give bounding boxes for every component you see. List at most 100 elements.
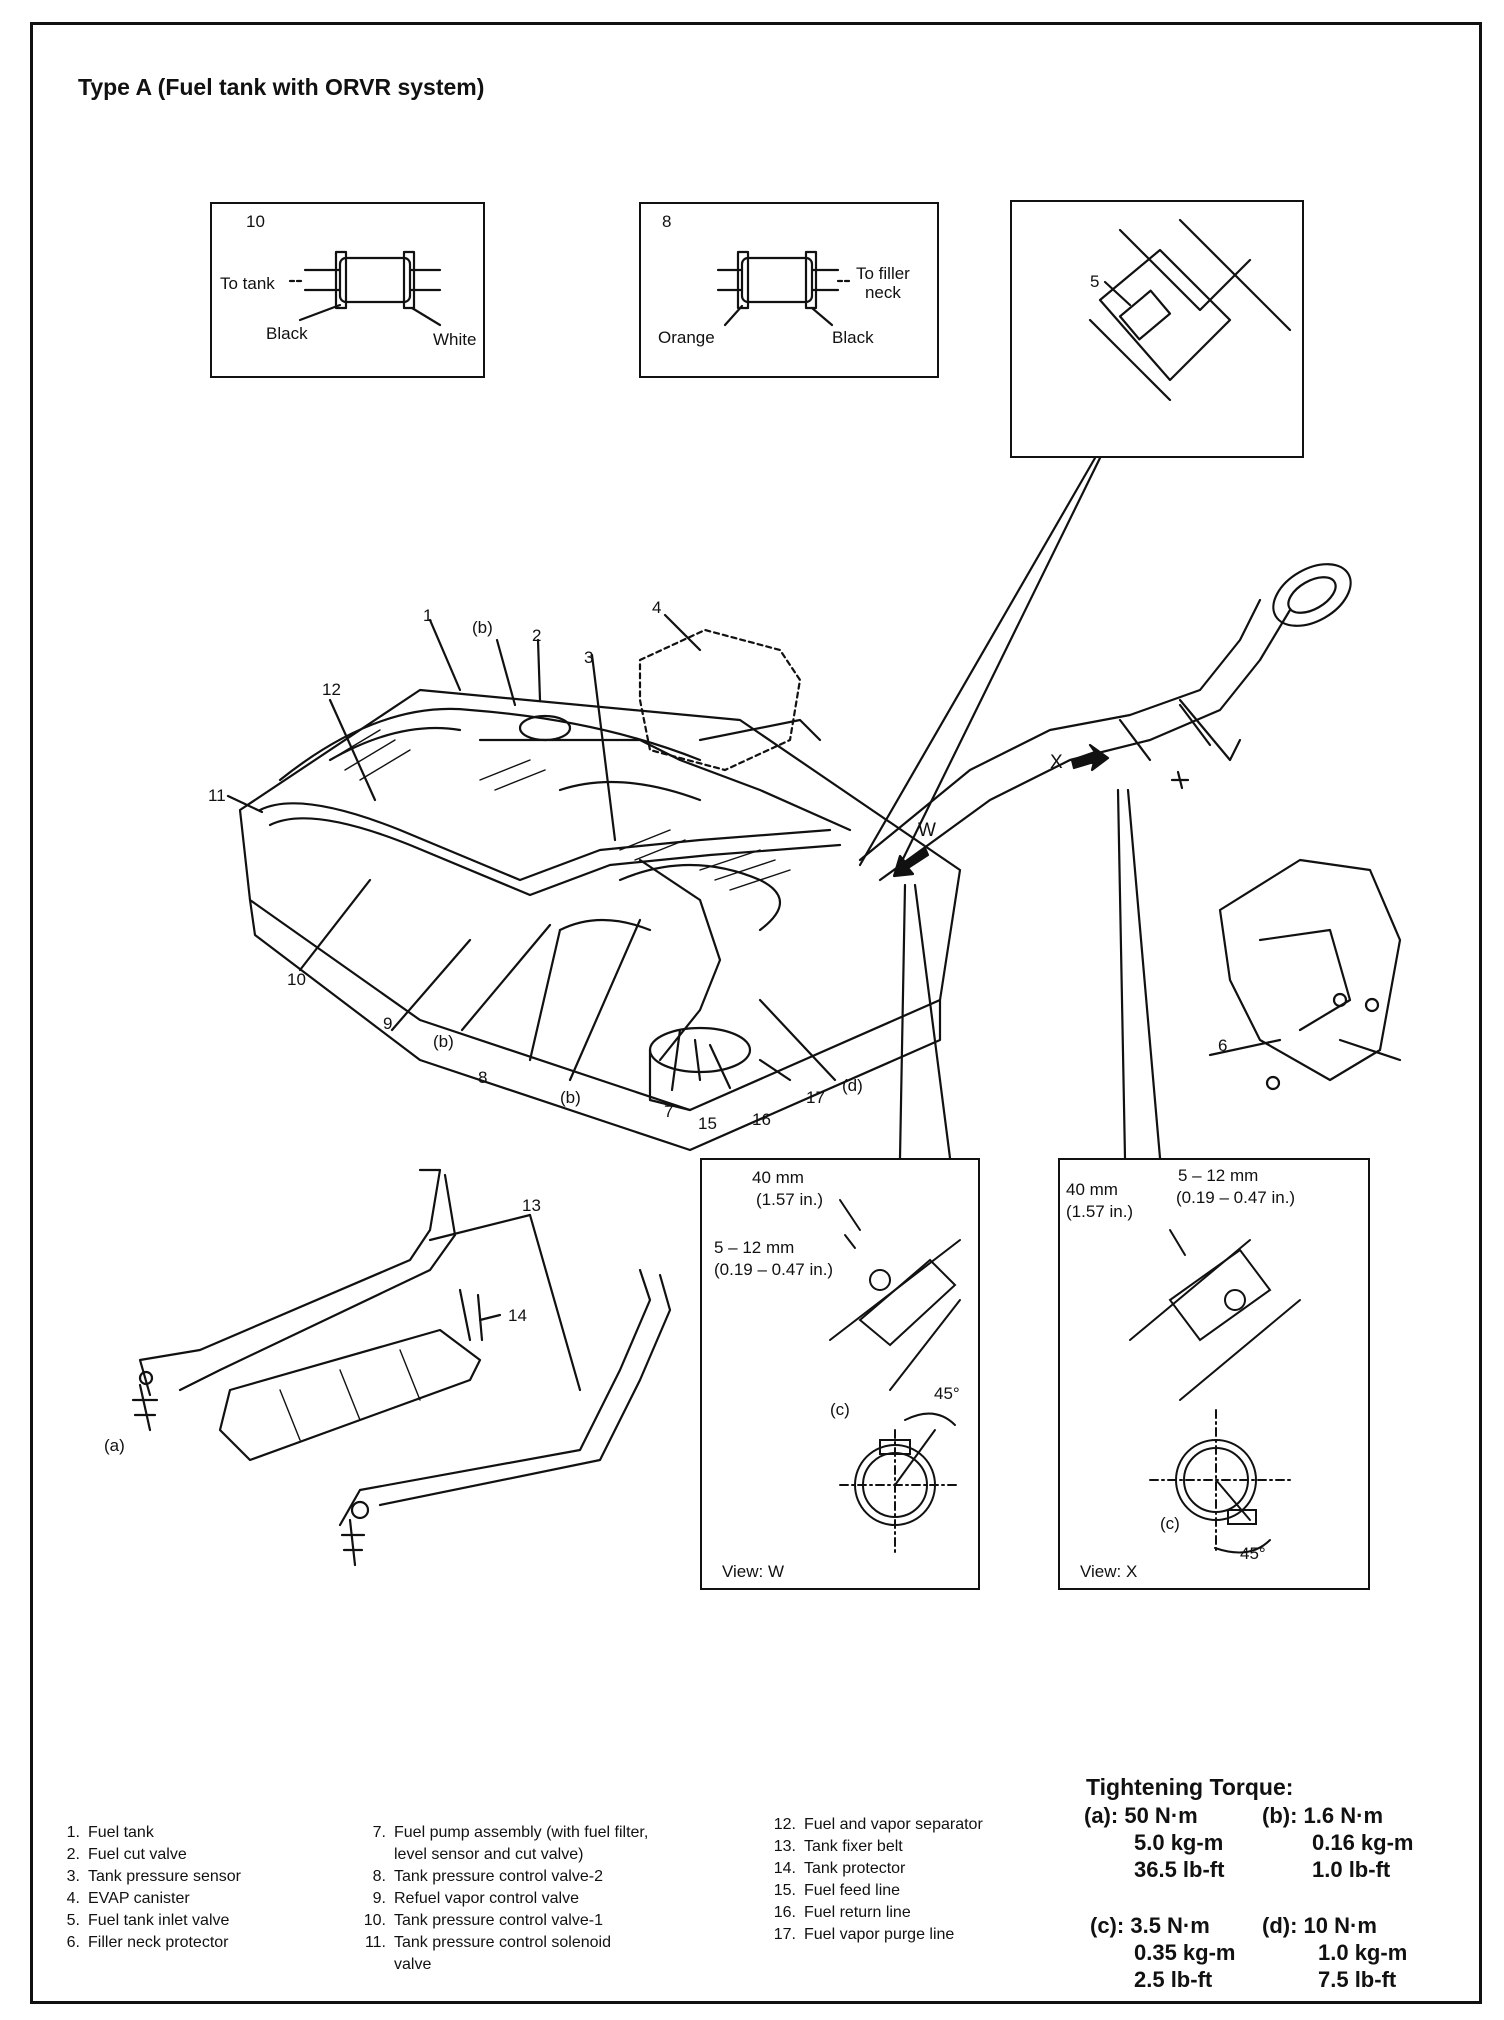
callout-4: 4 — [652, 598, 662, 617]
view-w-drawing — [829, 1199, 961, 1556]
legend-item: 3.Tank pressure sensor — [66, 1868, 241, 1885]
inset-8-to-filler: To filler neck — [856, 264, 910, 302]
inset-8-left-color: Orange — [658, 328, 715, 347]
inlet-valve-5-icon — [1088, 218, 1292, 402]
legend-item: 11.Tank pressure control solenoid — [364, 1934, 612, 1951]
inset-10-right-color: White — [433, 330, 477, 349]
inset-inlet-valve-5 — [1010, 200, 1304, 458]
callout-b-top: (b) — [472, 618, 493, 637]
view-w-dim2: 5 – 12 mm — [714, 1238, 795, 1257]
view-w-label: View: W — [722, 1562, 785, 1581]
torque-b-v2: 0.16 kg-m — [1312, 1830, 1414, 1855]
legend-item: 13.Tank fixer belt — [773, 1838, 903, 1855]
callout-17: 17 — [806, 1088, 825, 1107]
view-w-clamp: (c) — [830, 1400, 850, 1419]
callout-11: 11 — [208, 786, 226, 805]
legend-item: 4.EVAP canister — [66, 1890, 190, 1907]
legend-item: 15.Fuel feed line — [773, 1882, 901, 1899]
filler-neck-drawing — [858, 563, 1352, 882]
legend-item: 9.Refuel vapor control valve — [372, 1890, 579, 1907]
torque-d-v2: 1.0 kg-m — [1318, 1940, 1408, 1965]
inset-8-number: 8 — [662, 212, 672, 231]
valve-10-icon — [288, 250, 442, 327]
legend-item: valve — [394, 1956, 432, 1973]
filler-neck-protector-drawing — [1218, 858, 1402, 1091]
torque-a: (a): 50 N·m 5.0 kg-m 36.5 lb-ft — [1084, 1802, 1224, 1883]
legend-item: 12.Fuel and vapor separator — [773, 1816, 983, 1833]
view-x-drawing — [1129, 1229, 1301, 1554]
page-title: Type A (Fuel tank with ORVR system) — [78, 74, 485, 100]
view-x-angle: 45° — [1240, 1544, 1266, 1563]
callout-6: 6 — [1218, 1036, 1228, 1055]
torque-c-v2: 0.35 kg-m — [1134, 1940, 1236, 1965]
view-x-dim2: 5 – 12 mm — [1178, 1166, 1259, 1185]
evap-canister-drawing — [638, 628, 822, 772]
callout-x: X — [1050, 752, 1063, 773]
view-x-dim1: 40 mm — [1066, 1180, 1118, 1199]
view-w-dim1-in: (1.57 in.) — [756, 1190, 824, 1209]
legend-item: 14.Tank protector — [773, 1860, 906, 1877]
inset-10-to-tank: To tank — [220, 274, 275, 293]
inset-10-left-color: Black — [266, 324, 308, 343]
view-x-dim1-in: (1.57 in.) — [1066, 1202, 1134, 1221]
callout-w: W — [918, 820, 936, 841]
torque-c-v3: 2.5 lb-ft — [1134, 1967, 1213, 1992]
legend-col-3: 12.Fuel and vapor separator 13.Tank fixe… — [766, 1814, 983, 1946]
legend-item: level sensor and cut valve) — [394, 1846, 584, 1863]
torque-a-v3: 36.5 lb-ft — [1134, 1857, 1225, 1882]
legend-item: 1.Fuel tank — [66, 1824, 154, 1841]
view-w-dim2-in: (0.19 – 0.47 in.) — [714, 1260, 834, 1279]
callout-15: 15 — [698, 1114, 717, 1133]
callout-3: 3 — [584, 648, 594, 667]
torque-b-v3: 1.0 lb-ft — [1312, 1857, 1391, 1882]
torque-a-v2: 5.0 kg-m — [1134, 1830, 1224, 1855]
callout-2: 2 — [532, 626, 542, 645]
legend-col-1: 1.Fuel tank 2.Fuel cut valve 3.Tank pres… — [50, 1822, 241, 1954]
torque-d-key: (d): — [1262, 1913, 1298, 1938]
torque-heading: Tightening Torque: — [1086, 1774, 1294, 1800]
torque-d: (d): 10 N·m 1.0 kg-m 7.5 lb-ft — [1262, 1912, 1407, 1993]
inset-10-number: 10 — [246, 212, 265, 231]
inset-8-right-color: Black — [832, 328, 874, 347]
torque-b-v1: 1.6 N·m — [1303, 1803, 1384, 1828]
view-x-box — [1058, 1158, 1370, 1590]
fuel-tank-drawing — [238, 688, 962, 1152]
callout-a: (a) — [104, 1436, 125, 1455]
torque-c-key: (c): — [1090, 1913, 1125, 1938]
view-x-clamp: (c) — [1160, 1514, 1180, 1533]
torque-c: (c): 3.5 N·m 0.35 kg-m 2.5 lb-ft — [1090, 1912, 1236, 1993]
callout-16: 16 — [752, 1110, 771, 1129]
page-frame — [30, 22, 1482, 2004]
torque-c-v1: 3.5 N·m — [1130, 1913, 1210, 1938]
callout-12: 12 — [322, 680, 341, 699]
legend-item: 8.Tank pressure control valve-2 — [372, 1868, 603, 1885]
legend-item: 17.Fuel vapor purge line — [773, 1926, 955, 1943]
callout-b-left: (b) — [433, 1032, 454, 1051]
view-w-box — [700, 1158, 980, 1590]
callout-b-bottom: (b) — [560, 1088, 581, 1107]
callout-14: 14 — [508, 1306, 527, 1325]
valve-8-icon — [716, 250, 854, 327]
view-w-dim1: 40 mm — [752, 1168, 804, 1187]
callout-9: 9 — [383, 1014, 393, 1033]
legend-item: 10.Tank pressure control valve-1 — [363, 1912, 603, 1929]
torque-b: (b): 1.6 N·m 0.16 kg-m 1.0 lb-ft — [1262, 1802, 1414, 1883]
callout-7: 7 — [664, 1102, 674, 1121]
callout-8: 8 — [478, 1068, 488, 1087]
inset-5-number: 5 — [1090, 272, 1100, 291]
legend-item: 16.Fuel return line — [773, 1904, 911, 1921]
tank-fixer-belt-drawing — [138, 1168, 672, 1527]
torque-d-v3: 7.5 lb-ft — [1318, 1967, 1397, 1992]
torque-d-v1: 10 N·m — [1303, 1913, 1377, 1938]
tank-protector-drawing — [218, 1288, 484, 1462]
torque-a-key: (a): — [1084, 1803, 1119, 1828]
view-x-dim2-in: (0.19 – 0.47 in.) — [1176, 1188, 1296, 1207]
inset-valve-8 — [639, 202, 939, 378]
torque-b-key: (b): — [1262, 1803, 1298, 1828]
view-w-angle: 45° — [934, 1384, 960, 1403]
view-x-label: View: X — [1080, 1562, 1138, 1581]
legend-item: 6.Filler neck protector — [66, 1934, 229, 1951]
torque-a-v1: 50 N·m — [1124, 1803, 1198, 1828]
legend-col-2: 7.Fuel pump assembly (with fuel filter, … — [356, 1822, 649, 1976]
